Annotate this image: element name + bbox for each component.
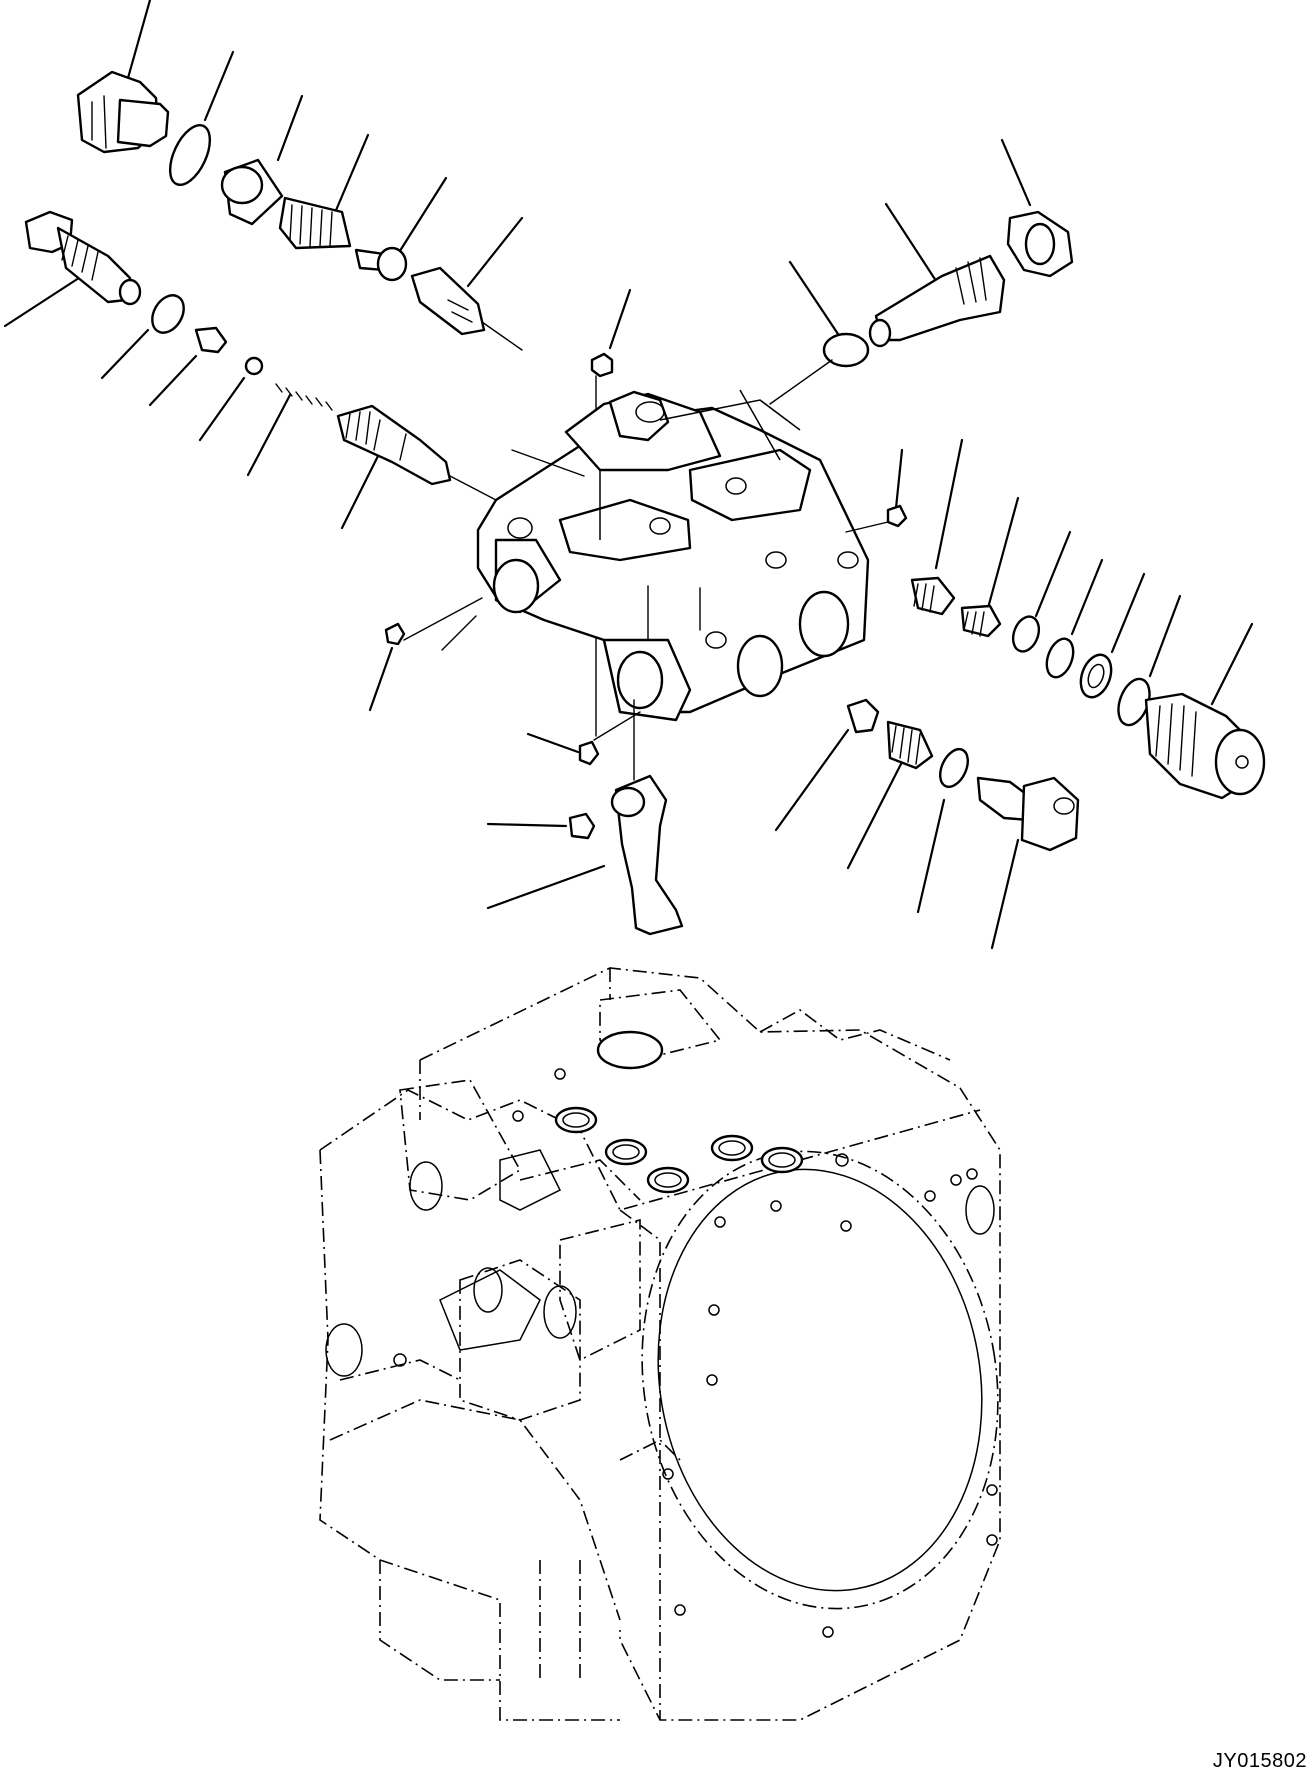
spring-4 — [960, 496, 1020, 638]
spring-2 — [246, 383, 333, 477]
spring-1 — [278, 133, 370, 250]
small-plug-2 — [845, 448, 908, 533]
o-ring-4 — [1011, 530, 1072, 653]
spool-left — [336, 404, 497, 530]
pump-housing-phantom — [319, 967, 1001, 1721]
figure-code: JY015802 — [1212, 1750, 1307, 1772]
small-plug-3 — [526, 711, 641, 766]
spring-5 — [846, 720, 934, 870]
poppet — [148, 326, 228, 407]
o-ring-5 — [1045, 558, 1104, 679]
o-ring-1 — [168, 50, 235, 186]
valve-body — [403, 288, 870, 722]
sleeve — [220, 94, 304, 226]
plug-lower-right — [976, 776, 1080, 950]
spring-3 — [910, 438, 964, 616]
spool-top — [410, 216, 524, 351]
retainer — [354, 176, 448, 282]
plug-threaded-right — [1144, 622, 1266, 800]
collar — [486, 812, 596, 840]
ball — [198, 356, 264, 442]
washer — [1079, 572, 1146, 699]
plug-threaded-left — [3, 210, 142, 328]
nut-top-right — [1000, 138, 1074, 278]
o-ring-2 — [100, 294, 185, 380]
o-ring-7 — [916, 747, 969, 914]
lever-arm — [486, 699, 684, 936]
plug-large-top-left — [76, 0, 170, 154]
small-plug-1 — [368, 622, 406, 712]
spool-right — [868, 202, 1006, 348]
bushing — [774, 698, 880, 832]
o-ring-3 — [769, 260, 870, 405]
